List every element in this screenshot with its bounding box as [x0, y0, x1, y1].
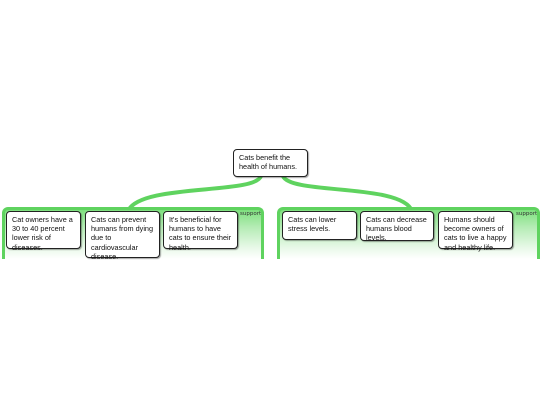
support-item-2[interactable]: Cats can prevent humans from dying due t… [85, 211, 160, 261]
support-item-4[interactable]: Cats can lower stress levels. [282, 211, 357, 240]
root-node[interactable]: Cats benefit the health of humans. [233, 149, 308, 177]
connector-right [281, 174, 414, 213]
root-node-text: Cats benefit the health of humans. [239, 153, 298, 172]
support-item-5[interactable]: Cats can decrease humans blood levels. [360, 211, 434, 243]
support-item-6[interactable]: Humans should become owners of cats to l… [438, 211, 513, 252]
connector-left [126, 174, 263, 213]
support-item-2-text: Cats can prevent humans from dying due t… [91, 215, 154, 261]
support-item-4-text: Cats can lower stress levels. [288, 215, 337, 234]
support-item-3[interactable]: It's beneficial for humans to have cats … [163, 211, 238, 252]
support-item-1-text: Cat owners have a 30 to 40 percent lower… [12, 215, 73, 252]
support-item-6-text: Humans should become owners of cats to l… [444, 215, 507, 252]
support-item-3-text: It's beneficial for humans to have cats … [169, 215, 232, 252]
support-item-1[interactable]: Cat owners have a 30 to 40 percent lower… [6, 211, 81, 252]
support-label-right: support [516, 211, 538, 217]
support-item-5-text: Cats can decrease humans blood levels. [366, 215, 427, 243]
support-label-left: support [240, 211, 262, 217]
